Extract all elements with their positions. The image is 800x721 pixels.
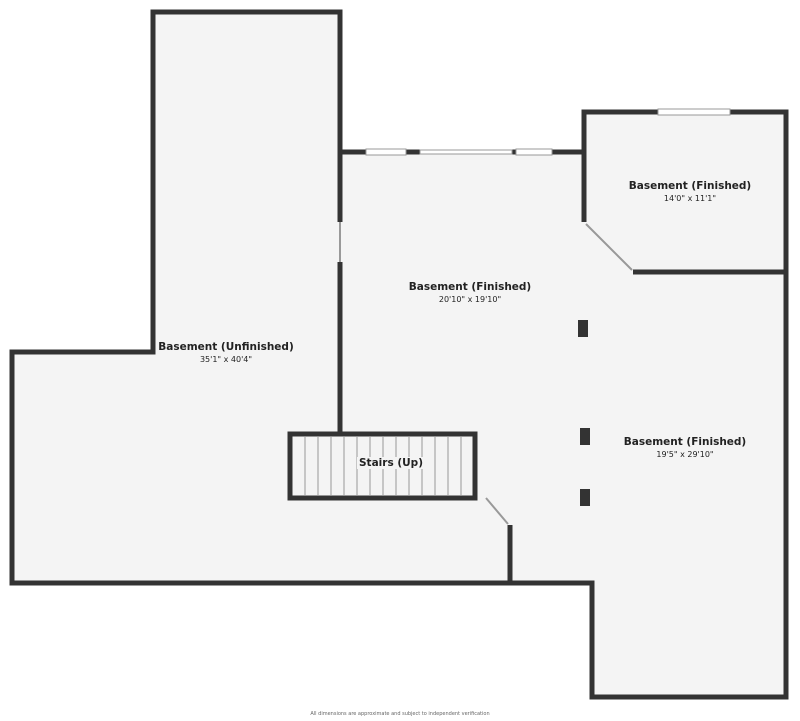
room-name: Basement (Finished) — [623, 436, 747, 448]
room-name: Basement (Finished) — [628, 180, 752, 192]
room-dims: 14'0" x 11'1" — [663, 194, 717, 203]
room-dims: 19'5" x 29'10" — [656, 450, 714, 459]
floor — [12, 12, 786, 697]
interior-wall — [581, 112, 786, 275]
disclaimer: All dimensions are approximate and subje… — [310, 711, 490, 717]
room-name: Basement (Unfinished) — [158, 341, 294, 353]
window — [515, 148, 553, 156]
room-label-stairs: Stairs (Up) — [357, 457, 425, 469]
window — [419, 149, 513, 155]
room-label-finished-center: Basement (Finished) 20'10" x 19'10" — [409, 281, 531, 304]
room-label-finished-northeast: Basement (Finished) 14'0" x 11'1" — [629, 180, 751, 203]
room-dims: 20'10" x 19'10" — [438, 295, 502, 304]
column — [580, 489, 590, 506]
column — [578, 320, 588, 337]
room-label-unfinished: Basement (Unfinished) 35'1" x 40'4" — [158, 341, 294, 364]
door — [585, 223, 633, 271]
door — [485, 497, 509, 525]
column — [580, 428, 590, 445]
window — [657, 108, 731, 116]
room-dims: 35'1" x 40'4" — [199, 355, 253, 364]
room-name: Stairs (Up) — [359, 457, 423, 469]
room-label-finished-east: Basement (Finished) 19'5" x 29'10" — [624, 436, 746, 459]
room-name: Basement (Finished) — [408, 281, 532, 293]
window — [365, 148, 407, 156]
